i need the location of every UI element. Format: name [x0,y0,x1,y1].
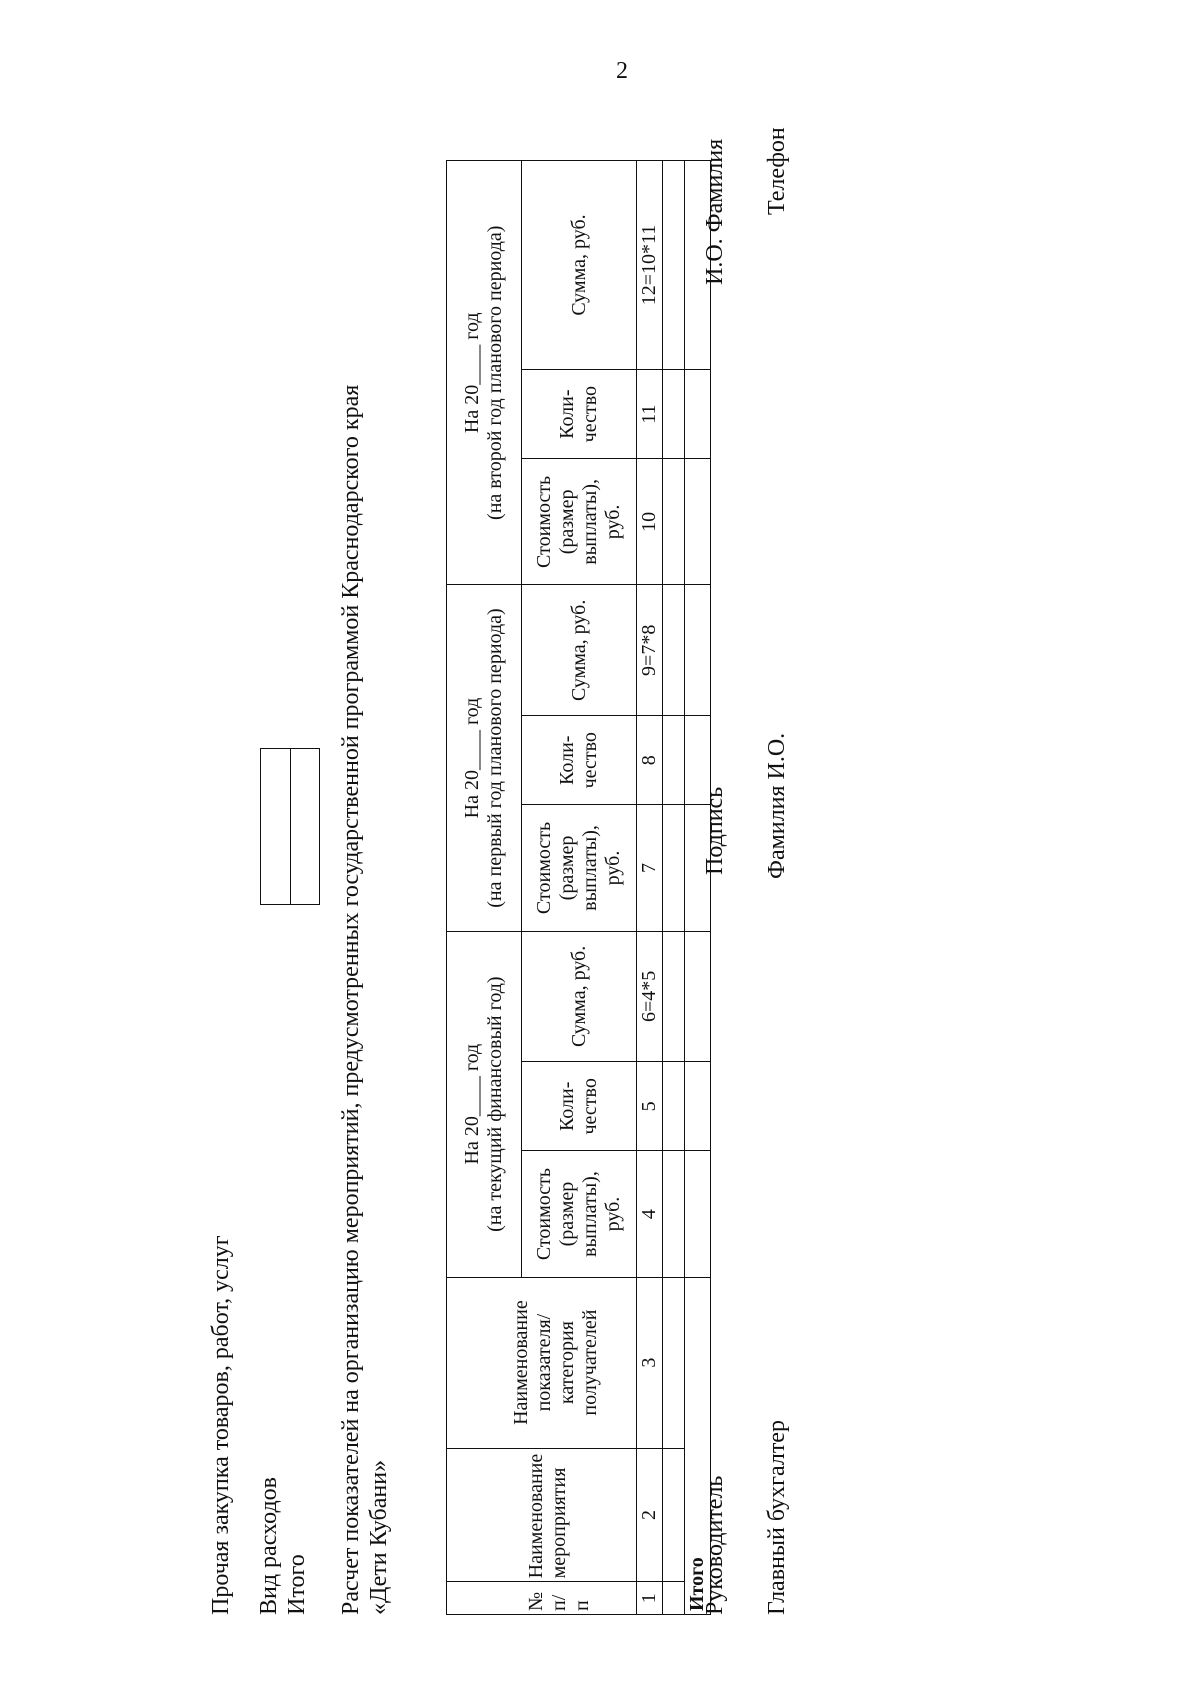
total-label: Итого [284,1554,310,1615]
document-title-program: «Дети Кубани» [366,1459,392,1615]
expense-type-heading: Прочая закупка товаров, работ, услуг [208,1235,234,1615]
calculation-table: № п/п Наименование мероприятия Наименова… [446,160,711,1615]
landscape-page: Прочая закупка товаров, работ, услуг Вид… [208,103,790,1615]
sub-cost: Стоимость (размер выплаты), руб. [521,1150,637,1278]
sub-quantity: Коли-чество [521,1061,637,1151]
col-number: 9=7*8 [636,585,663,716]
chief-accountant-name: Фамилия И.О. [764,732,790,879]
blank-row [662,160,685,1615]
sub-sum: Сумма, руб. [521,160,637,370]
head-name: И.О. Фамилия [702,138,728,285]
sub-cost: Стоимость (размер выплаты), руб. [521,458,637,585]
col-number: 12=10*11 [636,160,663,370]
total-row: Итого [684,160,711,1615]
header-indicator-name: Наименование показателя/ категория получ… [446,1277,637,1449]
period-second-note: (на второй год планового периода) [484,225,506,520]
col-number: 5 [636,1061,663,1151]
sub-cost: Стоимость (размер выплаты), руб. [521,804,637,932]
col-number: 10 [636,458,663,585]
sub-sum: Сумма, руб. [521,931,637,1062]
code-box [260,748,320,905]
phone-label: Телефон [764,127,790,215]
chief-accountant-label: Главный бухгалтер [764,1420,790,1615]
sub-sum: Сумма, руб. [521,585,637,716]
period-second-year: На 20____ год [461,312,483,434]
period-current-year: На 20____ год [461,1043,483,1165]
header-period-second: На 20____ год (на второй год планового п… [446,160,522,585]
col-number: 1 [636,1581,663,1615]
col-number: 11 [636,369,663,459]
period-first-note: (на первый год планового периода) [484,608,506,908]
header-num: № п/п [446,1581,637,1615]
expense-kind-label: Вид расходов [256,1477,282,1615]
sub-quantity: Коли-чество [521,369,637,459]
document-title: Расчет показателей на организацию меропр… [338,384,364,1615]
col-number: 2 [636,1448,663,1582]
page-number: 2 [616,58,628,84]
header-event-name: Наименование мероприятия [446,1448,637,1582]
period-current-note: (на текущий финансовый год) [484,976,506,1232]
col-number: 3 [636,1277,663,1449]
header-period-first: На 20____ год (на первый год планового п… [446,585,522,932]
sub-quantity: Коли-чество [521,715,637,805]
col-number: 7 [636,804,663,932]
header-period-current: На 20____ год (на текущий финансовый год… [446,931,522,1278]
signature-label: Подпись [702,786,728,875]
column-numbers-row: 1 2 3 4 5 6=4*5 7 8 9=7*8 10 11 12=10*11 [636,160,663,1615]
col-number: 8 [636,715,663,805]
period-first-year: На 20____ год [461,697,483,819]
col-number: 6=4*5 [636,931,663,1062]
col-number: 4 [636,1150,663,1278]
head-label: Руководитель [702,1475,728,1615]
